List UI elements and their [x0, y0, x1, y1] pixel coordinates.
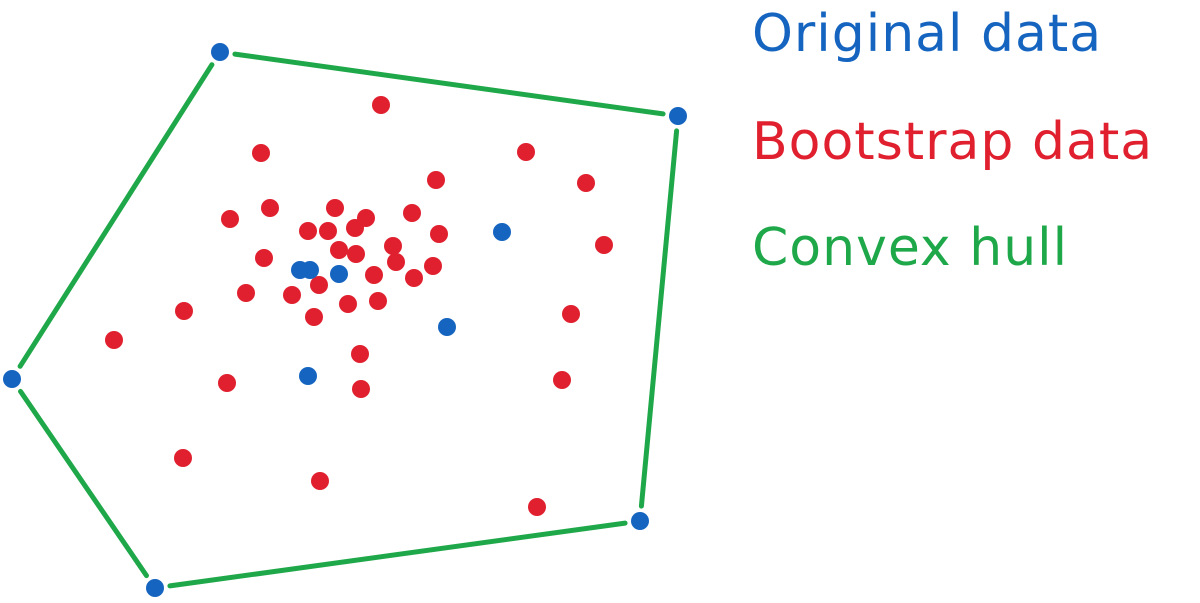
bootstrap-point: [430, 225, 448, 243]
bootstrap-point: [261, 199, 279, 217]
legend-original-data: Original data: [752, 4, 1103, 64]
original-point: [301, 261, 319, 279]
bootstrap-point: [351, 345, 369, 363]
bootstrap-point: [369, 292, 387, 310]
bootstrap-point: [595, 236, 613, 254]
original-point-hull-vertex: [211, 43, 229, 61]
bootstrap-point: [403, 204, 421, 222]
bootstrap-point: [221, 210, 239, 228]
original-point-hull-vertex: [3, 370, 21, 388]
legend-convex-hull: Convex hull: [752, 218, 1069, 278]
bootstrap-point: [326, 199, 344, 217]
bootstrap-point: [299, 222, 317, 240]
bootstrap-point: [347, 245, 365, 263]
original-point: [438, 318, 456, 336]
original-point-hull-vertex: [146, 579, 164, 597]
bootstrap-point: [528, 498, 546, 516]
original-point: [299, 367, 317, 385]
bootstrap-point: [174, 449, 192, 467]
hull-edge: [167, 520, 628, 589]
hull-edge: [638, 128, 680, 509]
bootstrap-point: [252, 144, 270, 162]
original-point: [493, 223, 511, 241]
bootstrap-point: [427, 171, 445, 189]
bootstrap-point: [310, 276, 328, 294]
original-point: [330, 265, 348, 283]
bootstrap-point: [105, 331, 123, 349]
bootstrap-point: [352, 380, 370, 398]
bootstrap-point: [218, 374, 236, 392]
bootstrap-point: [305, 308, 323, 326]
bootstrap-point: [255, 249, 273, 267]
bootstrap-point: [311, 472, 329, 490]
bootstrap-point: [319, 222, 337, 240]
bootstrap-point: [175, 302, 193, 320]
bootstrap-point: [237, 284, 255, 302]
bootstrap-point: [405, 269, 423, 287]
bootstrap-point: [387, 253, 405, 271]
bootstrap-point: [346, 219, 364, 237]
bootstrap-point: [365, 266, 383, 284]
convex-hull-edges: [17, 51, 680, 589]
bootstrap-point: [330, 241, 348, 259]
bootstrap-points: [105, 96, 613, 516]
bootstrap-point: [372, 96, 390, 114]
original-points: [3, 43, 687, 597]
bootstrap-point: [339, 295, 357, 313]
bootstrap-point: [562, 305, 580, 323]
hull-edge: [17, 62, 215, 369]
bootstrap-point: [283, 286, 301, 304]
legend-bootstrap-data: Bootstrap data: [752, 112, 1154, 172]
bootstrap-point: [517, 143, 535, 161]
hull-edge: [18, 388, 149, 579]
hull-edge: [232, 51, 666, 117]
bootstrap-point: [577, 174, 595, 192]
bootstrap-point: [424, 257, 442, 275]
original-point-hull-vertex: [631, 512, 649, 530]
original-point-hull-vertex: [669, 107, 687, 125]
bootstrap-point: [384, 237, 402, 255]
bootstrap-point: [553, 371, 571, 389]
